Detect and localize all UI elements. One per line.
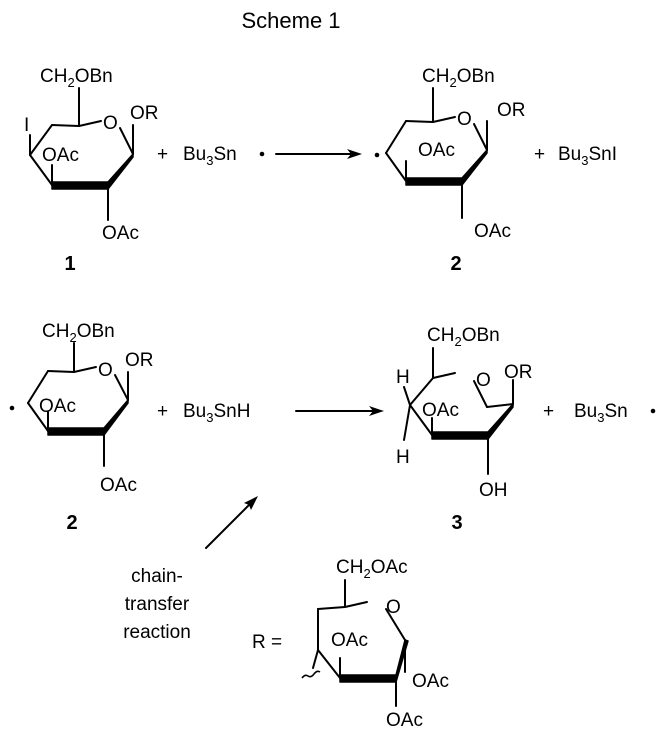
compound-number: 2 — [450, 253, 461, 275]
compound-number: 1 — [64, 253, 75, 275]
scheme-title: Scheme 1 — [241, 8, 340, 33]
tributyltin-iodide: Bu3SnI — [558, 144, 617, 168]
tributyltin-radical: Bu3Sn — [574, 401, 628, 425]
ring-oxygen: O — [103, 113, 118, 134]
compound-2-radical-row2: CH2OBn O OR OAc OAc 2 — [9, 321, 154, 534]
plus-sign: + — [534, 144, 545, 165]
r-equals-label: R = — [252, 632, 282, 653]
reaction-arrow — [275, 149, 362, 159]
oac-bottom-label: OAc — [102, 223, 139, 244]
iodine-label: I — [24, 115, 29, 136]
ch2obn-label: CH2OBn — [427, 325, 500, 349]
ch2obn-label: CH2OBn — [422, 66, 495, 90]
tributyltin-radical: Bu3Sn — [183, 144, 237, 168]
annotation-line-3: reaction — [123, 622, 191, 643]
oac-bottom-label: OAc — [100, 475, 137, 496]
compound-number: 2 — [66, 512, 77, 534]
radical-dot — [650, 408, 656, 414]
oac-ring-label: OAc — [39, 396, 76, 417]
oac-ring-label: OAc — [331, 630, 368, 651]
oh-label: OH — [479, 480, 508, 501]
chain-transfer-arrow — [205, 496, 258, 549]
compound-1: CH2OBn O OR OAc OAc I 1 — [24, 66, 159, 275]
compound-2-radical: CH2OBn O OR OAc OAc 2 — [374, 66, 526, 275]
radical-dot — [9, 405, 15, 411]
annotation-line-1: chain- — [131, 566, 183, 587]
annotation-line-2: transfer — [125, 594, 190, 615]
oac-ring-label: OAc — [418, 140, 455, 161]
sugar-ring — [385, 87, 488, 219]
ch2obn-label: CH2OBn — [42, 321, 115, 345]
ch2oac-label: CH2OAc — [336, 557, 408, 581]
ring-oxygen: O — [476, 370, 491, 391]
oac-bottom-label: OAc — [474, 221, 511, 242]
or-substituent: OR — [497, 100, 526, 121]
compound-number: 3 — [451, 512, 462, 534]
wavy-bond-icon — [301, 670, 321, 679]
or-substituent: OR — [130, 103, 159, 124]
sugar-ring — [301, 579, 409, 707]
compound-3: CH2OBn O OR OAc OH H H 3 — [396, 325, 533, 534]
reaction-arrow — [295, 406, 384, 416]
oac-ring-label: OAc — [42, 145, 79, 166]
hydrogen-bottom: H — [396, 447, 410, 468]
oac-ring-label: OAc — [422, 400, 459, 421]
hydrogen-top: H — [396, 367, 410, 388]
ring-oxygen: O — [98, 360, 113, 381]
or-substituent: OR — [125, 350, 154, 371]
plus-sign: + — [157, 401, 168, 422]
tributyltin-hydride: Bu3SnH — [183, 401, 250, 425]
ring-oxygen: O — [457, 109, 472, 130]
or-substituent: OR — [504, 362, 533, 383]
r-group-definition: R = CH2OAc O OAc OAc OAc — [252, 557, 449, 731]
radical-dot — [374, 152, 380, 158]
oac-c2-label: OAc — [386, 710, 423, 731]
ch2obn-label: CH2OBn — [40, 66, 113, 90]
oac-c1-label: OAc — [412, 671, 449, 692]
sugar-ring — [29, 87, 134, 221]
plus-sign: + — [543, 401, 554, 422]
ring-oxygen: O — [386, 597, 401, 618]
plus-sign: + — [157, 144, 168, 165]
sugar-ring — [403, 347, 514, 475]
radical-dot — [259, 151, 265, 157]
sugar-ring — [27, 342, 129, 467]
